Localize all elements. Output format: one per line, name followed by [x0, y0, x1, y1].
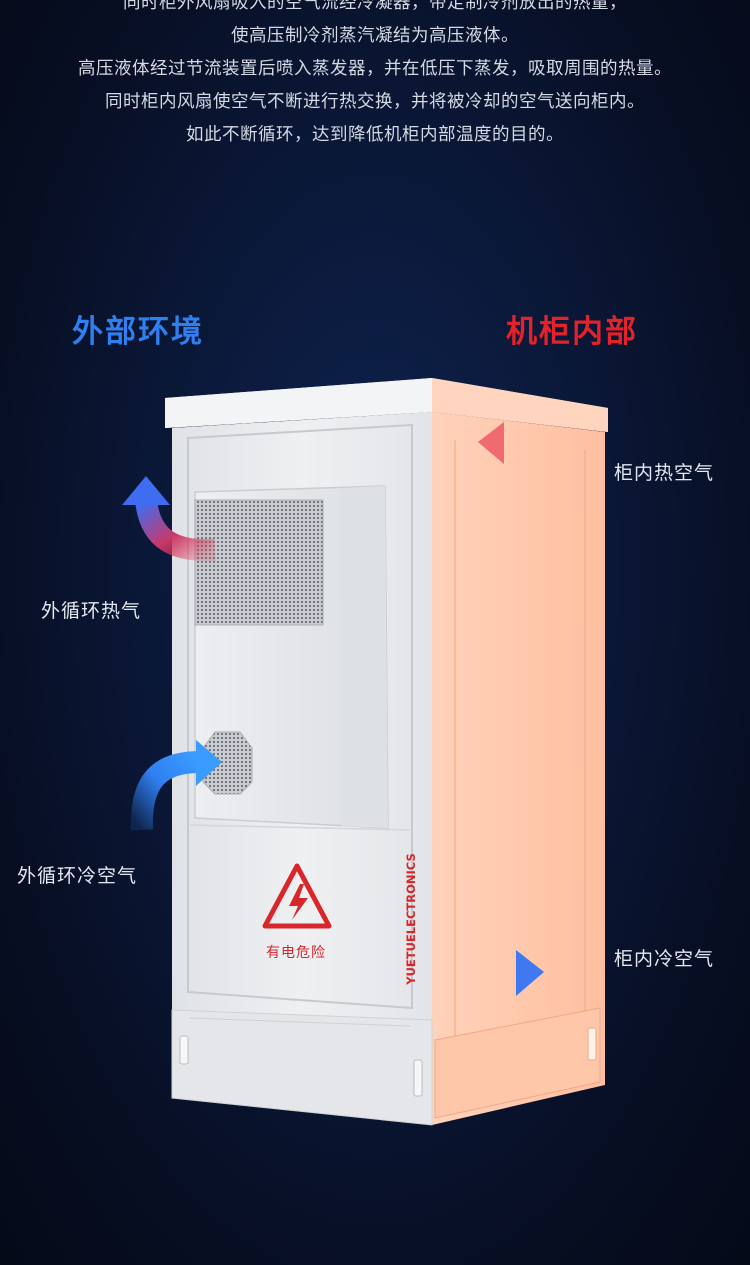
label-inner-cold: 柜内冷空气 [614, 948, 715, 970]
cabinet-door [187, 423, 413, 1010]
intro-line: 同时柜外风扇吸入的空气流经冷凝器，带走制冷剂放出的热量， [123, 0, 627, 13]
brand-text: YUETUELECTRONICS [404, 853, 418, 985]
exhaust-grille [194, 499, 324, 626]
intro-line: 高压液体经过节流装置后喷入蒸发器，并在低压下蒸发，吸取周围的热量。 [78, 59, 672, 79]
label-inner-hot: 柜内热空气 [614, 462, 715, 484]
inner-circulation-arrow [478, 422, 566, 996]
outside-title: 外部环境 [72, 314, 204, 350]
outer-hot-air-arrow [122, 476, 216, 562]
label-outer-cold: 外循环冷空气 [17, 865, 138, 887]
warning-text: 有电危险 [266, 945, 326, 961]
intro-line: 如此不断循环，达到降低机柜内部温度的目的。 [186, 125, 564, 145]
label-outer-hot: 外循环热气 [41, 600, 142, 622]
intro-text: 同时柜外风扇吸入的空气流经冷凝器，带走制冷剂放出的热量， 使高压制冷剂蒸汽凝结为… [0, 0, 750, 152]
intro-line: 使高压制冷剂蒸汽凝结为高压液体。 [231, 26, 519, 46]
warning-sign [262, 863, 332, 929]
intro-line: 同时柜内风扇使空气不断进行热交换，并将被冷却的空气送向柜内。 [105, 92, 645, 112]
inside-title: 机柜内部 [506, 314, 638, 350]
outer-cold-air-arrow [130, 740, 222, 831]
